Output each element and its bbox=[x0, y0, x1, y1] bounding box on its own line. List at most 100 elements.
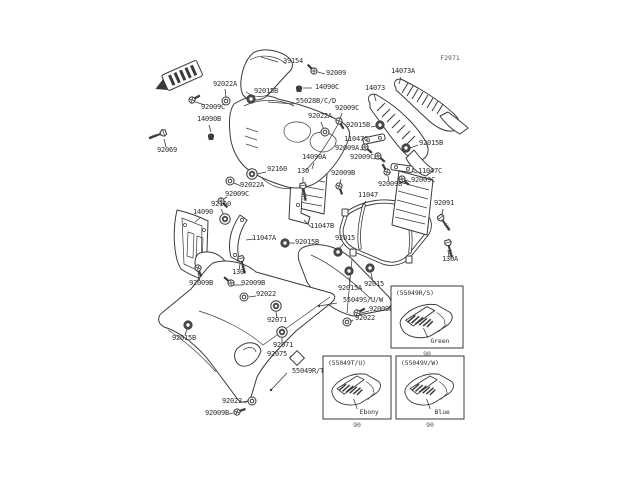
screw-glyph bbox=[335, 117, 345, 130]
damper-glyph bbox=[276, 326, 288, 338]
part-label-130a: 130A bbox=[442, 255, 459, 263]
variant-model-code: 90 bbox=[423, 350, 431, 358]
part-label-92015b: 92015B bbox=[419, 139, 443, 147]
clip-glyph bbox=[207, 133, 215, 140]
damper-glyph bbox=[219, 213, 231, 225]
nut-glyph bbox=[280, 238, 290, 248]
variant-box-label: (55049R/S) bbox=[396, 290, 434, 297]
leader-dot bbox=[269, 388, 273, 392]
windshield-39154 bbox=[240, 49, 293, 101]
part-label-92071: 92071 bbox=[267, 316, 287, 324]
bolt-glyph bbox=[436, 213, 451, 231]
bolt-glyph bbox=[148, 129, 168, 140]
part-label-92009a: 92009A bbox=[335, 144, 360, 152]
nut-glyph bbox=[183, 320, 193, 330]
part-label-55049s-u-w: 55049S/U/W bbox=[343, 296, 384, 304]
part-label-92009b: 92009B bbox=[369, 305, 393, 313]
front-direction-marker bbox=[155, 60, 203, 91]
bracket-glyph bbox=[362, 133, 386, 145]
screw-glyph bbox=[223, 276, 235, 287]
grommet-glyph bbox=[225, 176, 235, 186]
part-label-92022a: 92022A bbox=[213, 80, 238, 88]
part-label-92009b: 92009B bbox=[378, 180, 402, 188]
part-label-92009b: 92009B bbox=[241, 279, 265, 287]
screw-glyph bbox=[194, 264, 203, 277]
nut-glyph bbox=[401, 143, 411, 153]
part-label-92022: 92022 bbox=[222, 397, 242, 405]
variant-box-label: (55049V/W) bbox=[401, 360, 439, 367]
part-label-92160: 92160 bbox=[267, 165, 287, 173]
part-label-92015b: 92015B bbox=[295, 238, 319, 246]
part-label-92009c: 92009C bbox=[350, 153, 374, 161]
part-label-92009c: 92009C bbox=[201, 103, 225, 111]
screw-glyph bbox=[306, 63, 318, 75]
part-label-130: 130 bbox=[297, 167, 309, 175]
part-label-92009c: 92009C bbox=[225, 190, 249, 198]
air-duct-14073 bbox=[367, 93, 435, 177]
screw-glyph bbox=[398, 175, 410, 186]
part-label-92015b: 92015B bbox=[346, 121, 370, 129]
part-label-130: 130 bbox=[232, 268, 244, 276]
fasteners-layer bbox=[148, 63, 454, 416]
part-label-92015b: 92015B bbox=[172, 334, 196, 342]
leader-lines-layer bbox=[163, 56, 450, 415]
part-label-92022a: 92022A bbox=[308, 112, 333, 120]
variant-model-code: 90 bbox=[353, 421, 361, 429]
variant-color-name: Ebony bbox=[360, 409, 379, 416]
part-label-92022: 92022 bbox=[355, 314, 375, 322]
screw-glyph bbox=[353, 307, 366, 317]
part-label-11047: 11047 bbox=[358, 191, 378, 199]
part-label-11047c: 11047C bbox=[344, 135, 368, 143]
screw-glyph bbox=[381, 163, 391, 176]
part-label-55028b-c-d: 55028B/C/D bbox=[296, 97, 336, 105]
part-label-11047a: 11047A bbox=[252, 234, 277, 242]
variant-color-name: Green bbox=[430, 338, 449, 345]
bracket-11047a bbox=[228, 214, 248, 263]
part-label-92009b: 92009B bbox=[205, 409, 229, 417]
nut-glyph bbox=[375, 120, 385, 130]
part-label-92009c: 92009C bbox=[335, 104, 359, 112]
leader-lines bbox=[163, 56, 450, 415]
damper-glyph bbox=[270, 300, 282, 312]
nut-glyph bbox=[246, 94, 256, 104]
part-label-92009: 92009 bbox=[326, 69, 346, 77]
bolt-glyph bbox=[299, 182, 308, 201]
part-label-11047c: 11047C bbox=[418, 167, 442, 175]
part-label-92160: 92160 bbox=[211, 200, 231, 208]
grommet-glyph bbox=[239, 292, 249, 302]
part-label-14090b: 14090B bbox=[197, 115, 221, 123]
part-label-92015b: 92015B bbox=[254, 87, 278, 95]
part-label-92015: 92015 bbox=[335, 234, 355, 242]
leader-dot bbox=[317, 304, 321, 308]
nut-glyph bbox=[333, 247, 343, 257]
bolt-glyph bbox=[237, 254, 247, 274]
labels-layer: 391549200914090C92022A92015B55028B/C/D92… bbox=[157, 57, 459, 417]
grommet-glyph bbox=[221, 96, 231, 106]
variant-model-code: 90 bbox=[426, 421, 434, 429]
nut-glyph bbox=[365, 263, 375, 273]
bolt-glyph bbox=[444, 238, 454, 258]
variant-boxes-layer: (55049R/S)Green90(55049T/U)Ebony90(55049… bbox=[322, 285, 465, 429]
part-label-92009b: 92009B bbox=[189, 279, 213, 287]
part-label-14073a: 14073A bbox=[391, 67, 416, 75]
part-label-14073: 14073 bbox=[365, 84, 385, 92]
nut-glyph bbox=[344, 266, 354, 276]
part-label-14090a: 14090A bbox=[302, 153, 327, 161]
clip-glyph bbox=[295, 85, 303, 92]
part-label-11047b: 11047B bbox=[310, 222, 334, 230]
part-label-92022a: 92022A bbox=[240, 181, 265, 189]
screw-glyph bbox=[233, 407, 246, 416]
part-label-92022: 92022 bbox=[256, 290, 276, 298]
part-label-39154: 39154 bbox=[283, 57, 303, 65]
grommet-glyph bbox=[342, 317, 352, 327]
variant-color-name: Blue bbox=[435, 409, 450, 416]
part-label-14090: 14090 bbox=[193, 208, 213, 216]
part-label-92015: 92015 bbox=[364, 280, 384, 288]
screw-glyph bbox=[361, 143, 373, 154]
bracket-glyph bbox=[390, 163, 414, 173]
grommet-glyph bbox=[320, 127, 330, 137]
part-label-92091: 92091 bbox=[434, 199, 454, 207]
part-label-92015a: 92015A bbox=[338, 284, 363, 292]
